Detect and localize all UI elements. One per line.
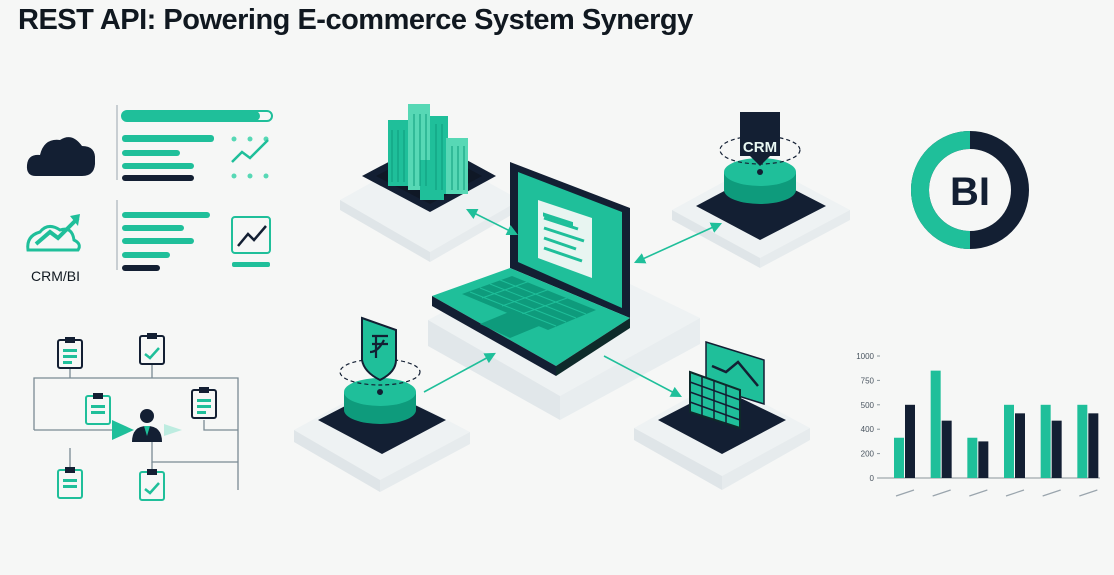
trend-line-icon [26, 214, 81, 252]
crm-badge-label: CRM [743, 139, 777, 156]
x-tick-mark [932, 489, 951, 497]
bi-donut-chart: BI [911, 131, 1029, 249]
page-title: REST API: Powering E-commerce System Syn… [18, 4, 693, 36]
bar-series1-2 [930, 370, 941, 478]
list-group-bottom [116, 200, 271, 271]
y-tick-label: 750 [861, 376, 875, 385]
buildings-icon [362, 104, 496, 212]
x-tick-mark [1005, 489, 1025, 497]
bar-series2-2 [941, 420, 952, 478]
bar-series1-6 [1077, 404, 1088, 478]
bar-series2-3 [978, 441, 989, 478]
crm-server-icon: CRM [696, 112, 826, 240]
bar-series2-5 [1051, 420, 1062, 478]
x-tick-mark [969, 489, 988, 497]
bar-series2-6 [1088, 413, 1099, 478]
y-tick-label: 500 [861, 401, 875, 410]
bar-series1-1 [894, 437, 904, 478]
workflow-lines [33, 364, 239, 490]
crm-bi-label: CRM/BI [31, 268, 80, 284]
y-tick-label: 200 [861, 450, 875, 459]
bar-series1-5 [1040, 404, 1051, 478]
cloud-icon [26, 137, 96, 176]
bar-series1-3 [967, 437, 978, 478]
laptop-icon [432, 162, 630, 376]
user-icon [112, 409, 182, 442]
bar-series1-4 [1004, 404, 1014, 478]
x-tick-mark [1042, 489, 1061, 497]
y-tick-label: 400 [861, 425, 875, 434]
bar-chart: 1000 750 500 400 200 0 [856, 352, 1100, 497]
list-group-top [116, 105, 273, 181]
x-tick-mark [895, 489, 915, 497]
currency-shield-icon [318, 316, 446, 454]
y-tick-label: 0 [870, 474, 875, 483]
x-tick-mark [1079, 489, 1098, 497]
spreadsheet-chart-icon [658, 340, 786, 454]
y-tick-label: 1000 [856, 352, 874, 361]
bi-badge-label: BI [950, 170, 990, 214]
api-connectors [423, 208, 723, 398]
clipboard-icon [57, 333, 217, 501]
bar-series2-1 [905, 404, 915, 478]
bar-series2-4 [1015, 413, 1025, 478]
